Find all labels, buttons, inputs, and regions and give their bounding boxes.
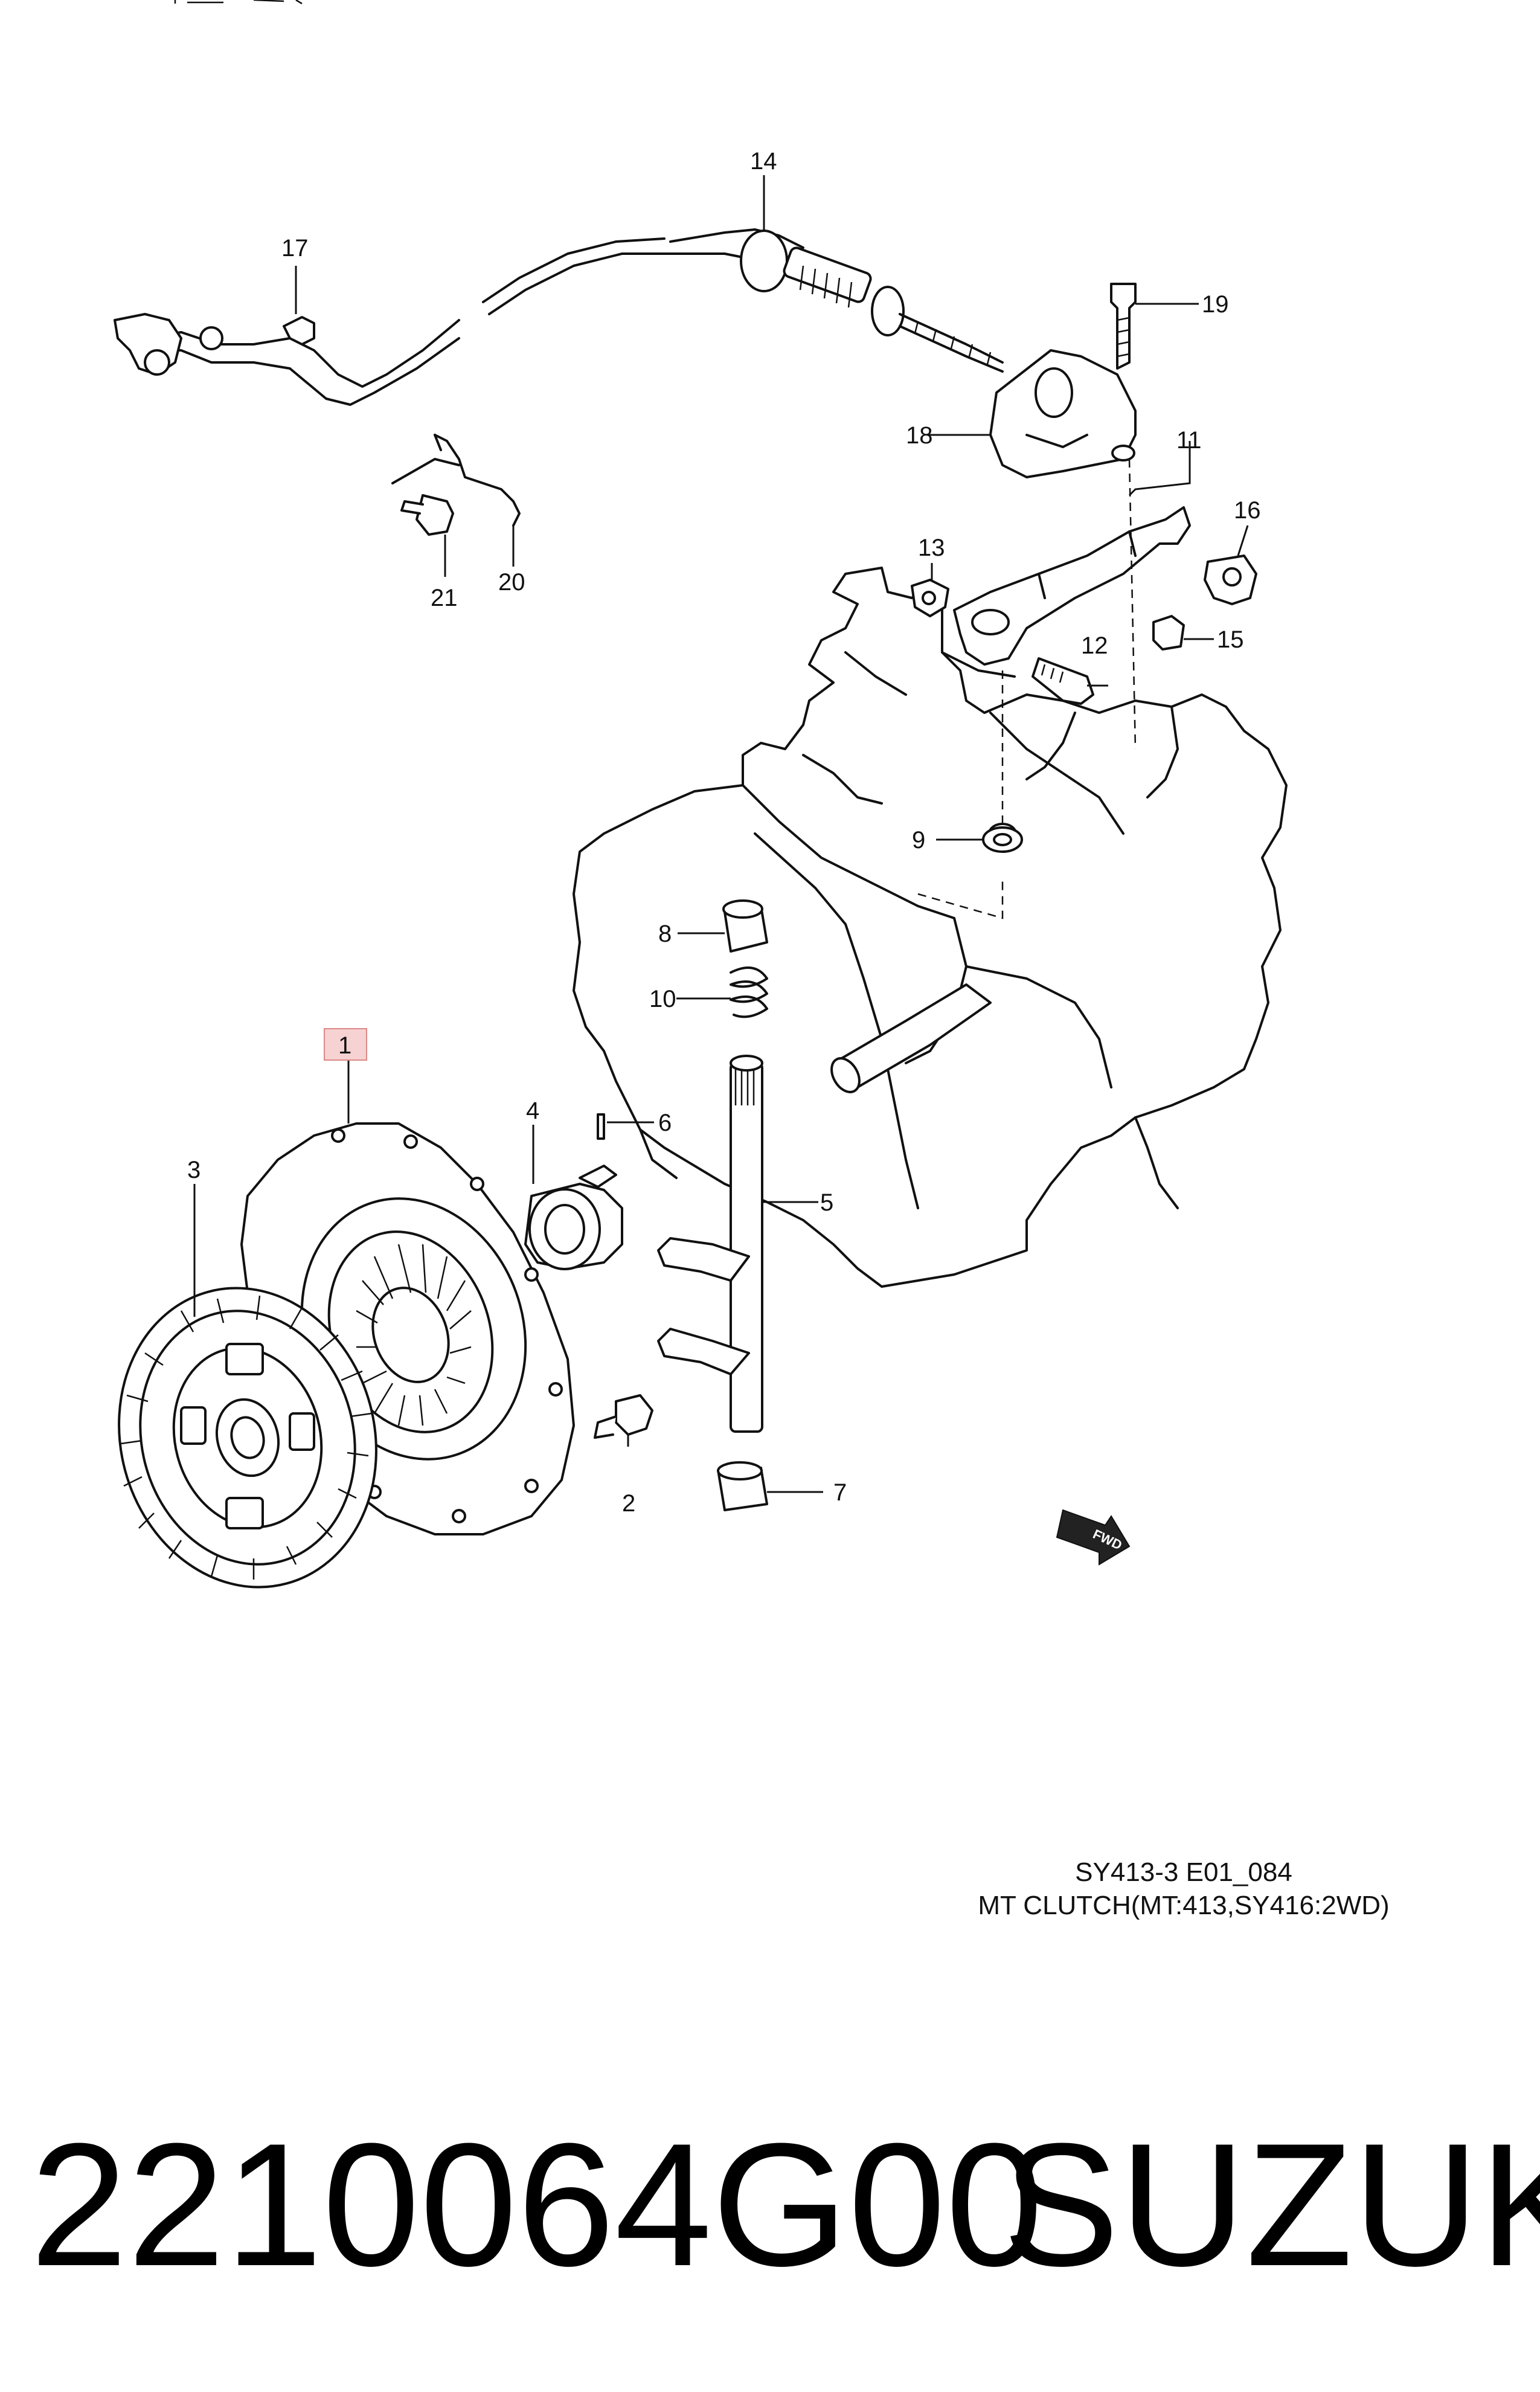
callout-18[interactable]: 18 — [906, 422, 933, 449]
cable-clip-and-bolt — [391, 434, 521, 536]
callout-9[interactable]: 9 — [912, 827, 925, 854]
callout-13[interactable]: 13 — [918, 535, 945, 561]
forward-direction-arrow: FWD — [1056, 1509, 1131, 1566]
transmission-case — [573, 567, 1288, 1288]
callout-16[interactable]: 16 — [1234, 497, 1261, 524]
callout-14[interactable]: 14 — [750, 148, 777, 175]
highlight-box-part-1 — [324, 1028, 367, 1061]
brand-name: SUZUKI — [1003, 2107, 1540, 2303]
release-arm — [911, 458, 1257, 919]
part-number: 2210064G00 — [30, 2107, 1044, 2303]
cropped-header-fragment — [174, 0, 303, 5]
callout-6[interactable]: 6 — [658, 1110, 672, 1136]
pressure-plate-bolt — [594, 1394, 653, 1439]
clutch-cable — [114, 228, 1004, 406]
callout-3[interactable]: 3 — [187, 1157, 201, 1183]
callout-20[interactable]: 20 — [498, 569, 525, 596]
callout-numbers: 1 2 3 4 5 6 7 8 9 10 11 12 13 14 15 16 1… — [187, 148, 1261, 1517]
callout-15[interactable]: 15 — [1217, 626, 1244, 653]
diagram-title: MT CLUTCH(MT:413,SY416:2WD) — [978, 1891, 1390, 1920]
callout-8[interactable]: 8 — [658, 921, 672, 947]
callout-7[interactable]: 7 — [833, 1479, 847, 1506]
callout-10[interactable]: 10 — [649, 986, 676, 1012]
callout-12[interactable]: 12 — [1081, 632, 1108, 659]
footer-band — [0, 1993, 1540, 2392]
clutch-disc — [118, 1287, 377, 1589]
callout-4[interactable]: 4 — [526, 1098, 539, 1124]
callout-19[interactable]: 19 — [1202, 291, 1229, 318]
release-shaft-assembly — [597, 899, 768, 1511]
callout-5[interactable]: 5 — [820, 1189, 833, 1216]
exploded-clutch-diagram: FWD 1 — [114, 0, 1288, 1589]
callout-2[interactable]: 2 — [622, 1490, 635, 1517]
leader-lines — [193, 175, 1249, 1493]
callout-1[interactable]: 1 — [338, 1032, 351, 1059]
diagram-code: SY413-3 E01_084 — [1075, 1857, 1292, 1887]
cable-bracket — [989, 283, 1137, 478]
callout-21[interactable]: 21 — [431, 585, 458, 611]
callout-17[interactable]: 17 — [281, 235, 309, 262]
callout-11[interactable]: 11 — [1176, 427, 1202, 454]
release-bearing — [524, 1165, 623, 1270]
